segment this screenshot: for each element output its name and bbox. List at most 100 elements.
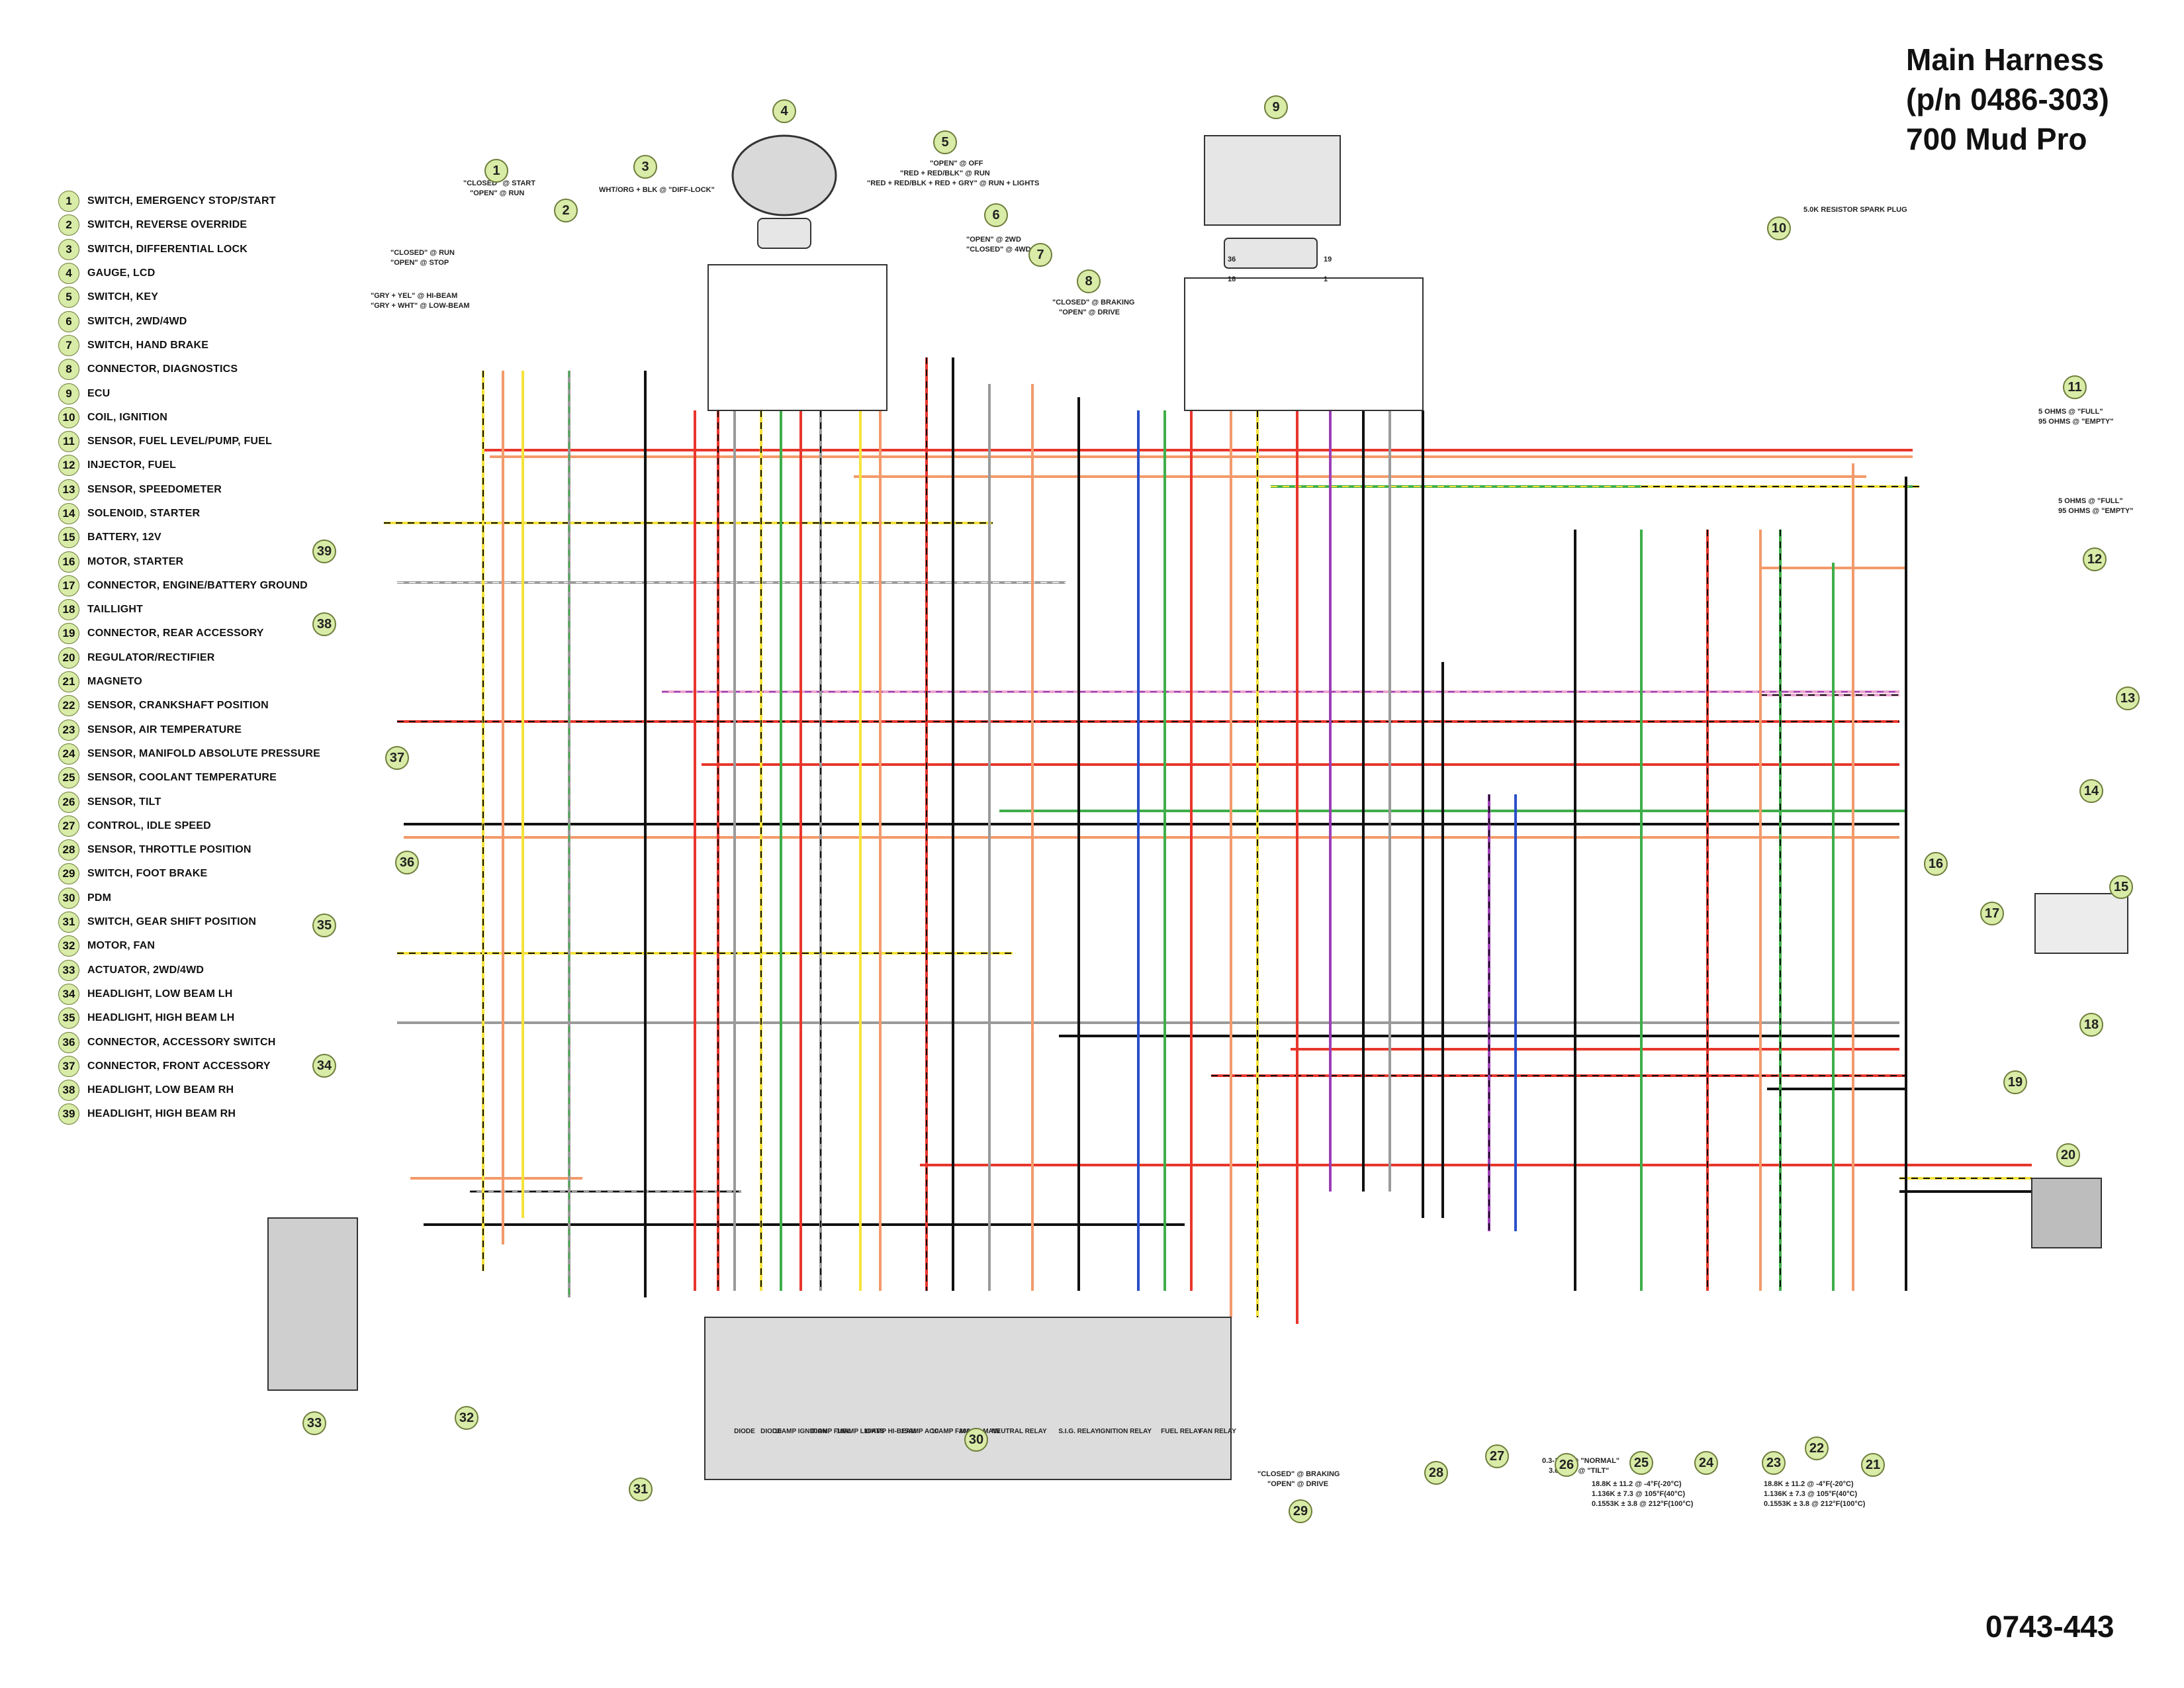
callout-circle bbox=[1694, 1451, 1718, 1475]
legend-label: MOTOR, FAN bbox=[87, 940, 156, 952]
legend-number: 38 bbox=[58, 1080, 79, 1102]
note-coolant-1: 18.8K ± 11.2 @ -4°F(-20°C) bbox=[1592, 1480, 1682, 1488]
callout-number: 33 bbox=[307, 1416, 322, 1430]
callout-circle bbox=[964, 1428, 988, 1452]
callout-32: 32 bbox=[455, 1406, 478, 1430]
legend-label: CONNECTOR, ENGINE/BATTERY GROUND bbox=[87, 579, 308, 591]
callout-13: 13 bbox=[2116, 686, 2140, 710]
callout-circle bbox=[633, 155, 657, 179]
title-line-2: (p/n 0486-303) bbox=[1906, 82, 2109, 117]
callout-circle bbox=[933, 130, 957, 154]
note-air-3: 0.1553K ± 3.8 @ 212°F(100°C) bbox=[1764, 1500, 1866, 1508]
note-sw1c: "CLOSED" @ RUN bbox=[390, 249, 455, 257]
legend-label: REGULATOR/RECTIFIER bbox=[87, 651, 215, 663]
callout-number: 22 bbox=[1809, 1441, 1824, 1456]
legend-label: INJECTOR, FUEL bbox=[87, 459, 177, 471]
legend-label: SWITCH, 2WD/4WD bbox=[87, 315, 187, 327]
legend-number: 6 bbox=[58, 310, 79, 332]
legend-number: 37 bbox=[58, 1055, 79, 1077]
legend-label: SWITCH, EMERGENCY STOP/START bbox=[87, 195, 276, 207]
legend-label: GAUGE, LCD bbox=[87, 267, 156, 279]
legend-number: 10 bbox=[58, 406, 79, 428]
note-sw5b: "RED + RED/BLK" @ RUN bbox=[900, 169, 990, 177]
callout-number: 14 bbox=[2084, 784, 2099, 798]
note-sw8b: "OPEN" @ DRIVE bbox=[1059, 308, 1120, 316]
legend-number: 7 bbox=[58, 334, 79, 356]
callout-number: 27 bbox=[1490, 1449, 1504, 1464]
pdm-label: FAN RELAY bbox=[1199, 1428, 1236, 1435]
legend-number: 4 bbox=[58, 263, 79, 285]
legend-number: 30 bbox=[58, 887, 79, 909]
ecu-pin-19: 19 bbox=[1324, 256, 1332, 263]
callout-26: 26 bbox=[1555, 1453, 1578, 1477]
callout-number: 16 bbox=[1929, 857, 1943, 871]
callout-number: 38 bbox=[317, 617, 332, 632]
callout-circle bbox=[302, 1411, 326, 1435]
callout-circle bbox=[312, 914, 336, 937]
legend-item: 37 CONNECTOR, FRONT ACCESSORY bbox=[58, 1055, 320, 1078]
legend-number: 22 bbox=[58, 695, 79, 717]
callout-12: 12 bbox=[2083, 547, 2107, 571]
callout-36: 36 bbox=[395, 851, 419, 874]
pdm-label: 10AMP FAN bbox=[931, 1428, 968, 1435]
callout-15: 15 bbox=[2109, 875, 2133, 899]
callout-circle bbox=[1762, 1451, 1786, 1475]
components: 36 18 19 1 "CLOSED" @ START "OPEN" @ RUN… bbox=[267, 134, 2133, 1508]
callout-3: 3 bbox=[633, 155, 657, 179]
pdm-box bbox=[704, 1317, 1232, 1480]
legend-label: CONTROL, IDLE SPEED bbox=[87, 820, 211, 831]
callout-11: 11 bbox=[2063, 375, 2087, 399]
callout-number: 20 bbox=[2061, 1148, 2075, 1162]
callout-number: 10 bbox=[1772, 221, 1786, 236]
legend-label: CONNECTOR, FRONT ACCESSORY bbox=[87, 1060, 271, 1072]
callout-circle bbox=[312, 612, 336, 636]
ecu-pin-36: 36 bbox=[1228, 256, 1236, 263]
callout-number: 15 bbox=[2114, 880, 2128, 894]
legend-number: 13 bbox=[58, 479, 79, 500]
callout-number: 25 bbox=[1634, 1456, 1649, 1470]
legend-label: COIL, IGNITION bbox=[87, 411, 168, 423]
callout-circle bbox=[1485, 1444, 1509, 1468]
callout-circle bbox=[2083, 547, 2107, 571]
pdm-label: NEUTRAL RELAY bbox=[991, 1428, 1047, 1435]
callout-circle bbox=[1629, 1451, 1653, 1475]
legend-label: SENSOR, CRANKSHAFT POSITION bbox=[87, 700, 269, 712]
legend-number: 20 bbox=[58, 647, 79, 669]
callout-number: 19 bbox=[2008, 1075, 2023, 1090]
legend-number: 2 bbox=[58, 214, 79, 236]
callout-number: 26 bbox=[1559, 1458, 1574, 1472]
legend-number: 35 bbox=[58, 1008, 79, 1029]
legend-number: 3 bbox=[58, 238, 79, 260]
legend-number: 8 bbox=[58, 359, 79, 381]
note-fuel3: 5 OHMS @ "FULL" bbox=[2058, 497, 2123, 505]
pdm-label: DIODE bbox=[760, 1428, 782, 1435]
legend-number: 31 bbox=[58, 912, 79, 933]
legend-label: HEADLIGHT, HIGH BEAM RH bbox=[87, 1108, 236, 1120]
legend-label: CONNECTOR, ACCESSORY SWITCH bbox=[87, 1036, 276, 1048]
callout-16: 16 bbox=[1924, 852, 1948, 876]
callout-6: 6 bbox=[984, 203, 1008, 227]
callout-circle bbox=[629, 1477, 653, 1501]
note-fuel4: 95 OHMS @ "EMPTY" bbox=[2058, 507, 2133, 515]
callout-35: 35 bbox=[312, 914, 336, 937]
callout-circle bbox=[1767, 216, 1791, 240]
callout-24: 24 bbox=[1694, 1451, 1718, 1475]
callout-circle bbox=[312, 539, 336, 563]
legend-label: SENSOR, TILT bbox=[87, 796, 161, 808]
legend-label: SWITCH, FOOT BRAKE bbox=[87, 868, 208, 880]
legend-number: 34 bbox=[58, 983, 79, 1005]
